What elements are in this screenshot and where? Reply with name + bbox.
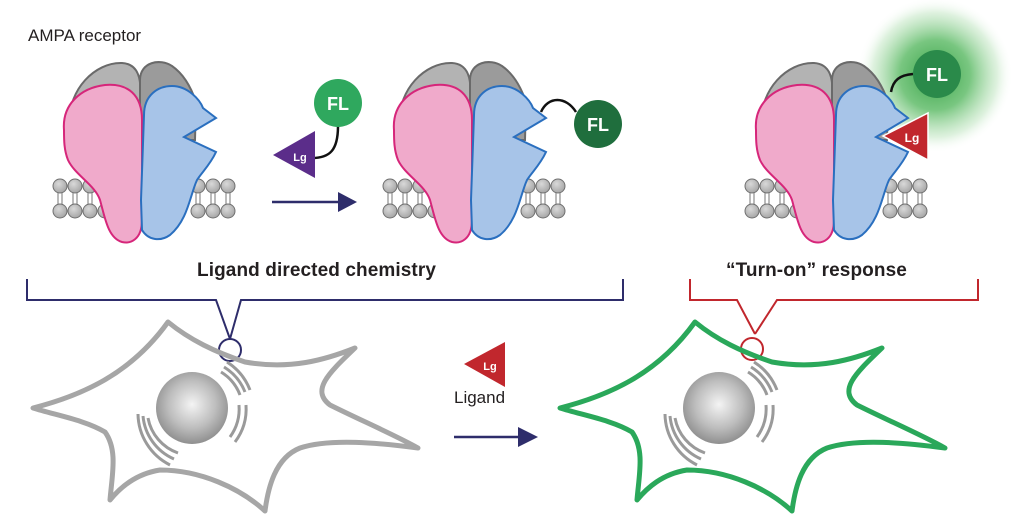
cell-active [557,319,948,514]
subunit-blue [831,84,910,241]
lipid-head [412,203,428,219]
er-arcs-inactive [136,360,252,467]
nucleus-inactive [156,372,228,444]
lipid-head [397,178,413,194]
lipid-head [744,178,760,194]
figure-title: AMPA receptor [28,26,142,45]
lipid-head [897,178,913,194]
lipid-head [205,178,221,194]
lipid-head [67,178,83,194]
lipid-head [52,203,68,219]
tether-linker-on [889,72,914,93]
lipid-head [205,203,221,219]
lipid-head [220,203,236,219]
lipid-head [550,203,566,219]
lipid-head [550,178,566,194]
lipid-head [759,203,775,219]
probe-ligand-label: Lg [293,152,306,164]
lipid-head [190,203,206,219]
lipid-head [774,203,790,219]
ligand-arrow [454,427,538,447]
fluorophore-bound-label: FL [587,115,609,135]
section-label-turn-on-response: “Turn-on” response [726,260,907,281]
receptor-turn-on [744,61,928,244]
lipid-head [912,178,928,194]
bracket-ligand-directed [26,279,624,362]
subunit-blue [469,84,548,241]
nucleus-active [683,372,755,444]
fluorophore-on [913,50,961,98]
subunit-blue [139,84,218,241]
cell-inactive [30,319,421,514]
lipid-head [82,203,98,219]
tethered-fluorophore-on: FL Lg [881,50,961,162]
subunit-pink [392,83,473,244]
lipid-head [520,203,536,219]
probe-ligand-triangle [273,131,315,178]
lipid-head [67,203,83,219]
lipid-head [397,203,413,219]
tethered-fluorophore-quenched: FL [539,98,622,148]
lipid-head [535,178,551,194]
free-ligand-triangle [464,342,505,387]
labeling-probe: Lg FL [273,79,362,178]
lipid-head [382,178,398,194]
cell-outline-active [557,319,948,514]
probe-fluorophore [314,79,362,127]
section-label-ligand-directed-chemistry: Ligand directed chemistry [197,260,437,281]
probe-linker [311,125,340,160]
bound-ligand-label: Lg [905,131,920,145]
bound-ligand [881,111,929,162]
labeling-arrow [272,192,357,212]
lipid-head [897,203,913,219]
lipid-head [882,203,898,219]
fluorophore-on-label: FL [926,65,948,85]
lipid-head [744,203,760,219]
lipid-head [535,203,551,219]
tether-linker [539,98,578,113]
lipid-head [912,203,928,219]
lipid-head [759,178,775,194]
lipid-head [220,178,236,194]
free-ligand-label: Lg [483,361,496,373]
free-ligand: Lg [464,342,505,387]
lipid-head [382,203,398,219]
lipid-head [52,178,68,194]
subunit-pink [62,83,143,244]
fluorophore-bound [574,100,622,148]
ligand-arrow-label: Ligand [454,388,506,407]
er-arcs-active [663,360,779,467]
receptor-labeled [382,61,566,244]
subunit-pink [754,83,835,244]
probe-fluorophore-label: FL [327,94,349,114]
receptor-unlabeled [52,61,236,244]
cell-outline-inactive [30,319,421,514]
